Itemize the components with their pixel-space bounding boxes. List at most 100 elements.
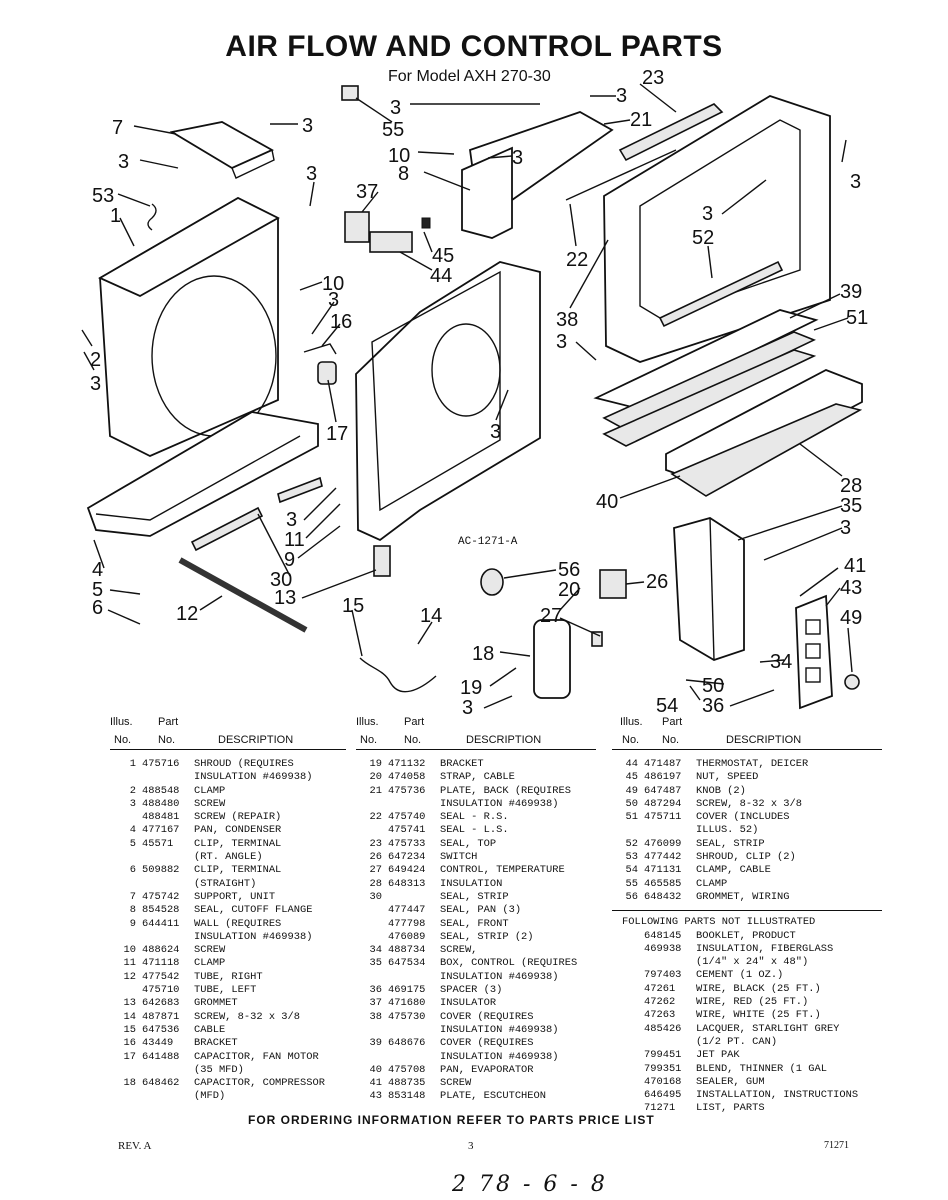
callout: 43 [840, 577, 862, 599]
cell-desc: TUBE, LEFT [194, 984, 257, 997]
cell-no: 30 [369, 890, 382, 903]
callout: 3 [616, 85, 627, 107]
cell-desc: (MFD) [194, 1090, 226, 1103]
cell-desc: INSULATION #469938) [194, 771, 313, 784]
cell-desc: SEAL, PAN (3) [440, 904, 522, 917]
callout: 16 [330, 311, 352, 333]
cell-no: 20 [369, 771, 382, 784]
cell-desc: SEAL, TOP [440, 837, 497, 850]
cell-desc: BOX, CONTROL (REQUIRES [440, 957, 578, 970]
cell-desc: SEAL, STRIP [696, 837, 765, 850]
cell-no: 37 [369, 997, 382, 1010]
cell-desc: SHROUD, CLIP (2) [696, 851, 796, 864]
callout: 15 [342, 595, 364, 617]
cell-desc: SEAL, STRIP (2) [440, 930, 534, 943]
cell-desc: INSULATION, FIBERGLASS [696, 942, 834, 955]
document-code: 71271 [824, 1140, 849, 1151]
callout: 56 [558, 559, 580, 581]
cell-no: 8 [129, 904, 136, 917]
cell-no: 44 [625, 758, 638, 770]
cell-part: 477542 [142, 970, 180, 983]
cell-no: 16 [123, 1037, 136, 1050]
cell-no: 36 [369, 984, 382, 997]
cell-part: 475730 [388, 1010, 426, 1023]
cell-desc: SEAL - L.S. [440, 824, 509, 837]
callout: 19 [460, 677, 482, 699]
cell-part: 647534 [388, 957, 426, 970]
part-tube [178, 557, 308, 633]
callout: 35 [840, 495, 862, 517]
table-row: (35 MFD) [110, 1064, 346, 1077]
cell-no: 5 [129, 837, 136, 850]
part-seal-side [565, 149, 677, 201]
cell-part: 47263 [644, 1009, 676, 1022]
callout: 52 [692, 227, 714, 249]
cell-no: 11 [123, 957, 136, 970]
cell-desc: COVER (REQUIRES [440, 1010, 534, 1023]
table-row: (STRAIGHT) [110, 878, 346, 891]
cell-no: 1 [129, 758, 136, 770]
part-bracket-16 [303, 343, 337, 355]
header-illus: Illus. [110, 716, 133, 728]
callout: 5 [92, 579, 103, 601]
cell-part: 642683 [142, 997, 180, 1010]
cell-part: 475742 [142, 890, 180, 903]
header-description: DESCRIPTION [218, 734, 294, 746]
cell-desc: CLIP, TERMINAL [194, 837, 282, 850]
callout: 6 [92, 597, 103, 619]
cell-part: 648145 [644, 929, 682, 942]
cell-part: 649424 [388, 864, 426, 877]
cell-part: 477447 [388, 904, 426, 917]
cell-part: 476089 [388, 930, 426, 943]
part-wall [355, 261, 541, 542]
cell-desc: CONTROL, TEMPERATURE [440, 864, 565, 877]
callout: 20 [558, 579, 580, 601]
table-row: (1/4" x 24" x 48") [612, 956, 882, 969]
revision-label: REV. A [118, 1140, 152, 1152]
cell-desc: (RT. ANGLE) [194, 851, 263, 864]
cell-part: 644411 [142, 917, 180, 930]
cell-desc: WIRE, RED (25 FT.) [696, 996, 809, 1009]
cell-part: 47262 [644, 996, 676, 1009]
cell-desc: CAPACITOR, FAN MOTOR [194, 1050, 319, 1063]
cell-no: 2 [129, 784, 136, 797]
cell-part: 475733 [388, 837, 426, 850]
cell-desc: WIRE, WHITE (25 FT.) [696, 1009, 821, 1022]
table-row: INSULATION #469938) [356, 1024, 596, 1037]
part-capacitor-fan [317, 361, 337, 385]
callout: 3 [306, 163, 317, 185]
cell-desc: CLAMP [696, 877, 728, 890]
cell-no: 53 [625, 851, 638, 864]
cell-no: 52 [625, 837, 638, 850]
cell-desc: COVER (REQUIRES [440, 1037, 534, 1050]
callout: 18 [472, 643, 494, 665]
cell-part: 71271 [644, 1102, 676, 1115]
cell-desc: WALL (REQUIRES [194, 917, 282, 930]
cell-desc: ILLUS. 52) [696, 824, 759, 837]
part-thermostat-deicer [369, 231, 413, 253]
callout: 14 [420, 605, 442, 627]
callout: 3 [90, 373, 101, 395]
cell-desc: BRACKET [194, 1037, 238, 1050]
callout: 38 [556, 309, 578, 331]
callout: 44 [430, 265, 452, 287]
cell-desc: SUPPORT, UNIT [194, 890, 276, 903]
part-plate-back [461, 111, 614, 239]
cell-desc: CAPACITOR, COMPRESSOR [194, 1077, 325, 1090]
cell-part: 648313 [388, 877, 426, 890]
callout: 40 [596, 491, 618, 513]
cell-no: 34 [369, 944, 382, 957]
